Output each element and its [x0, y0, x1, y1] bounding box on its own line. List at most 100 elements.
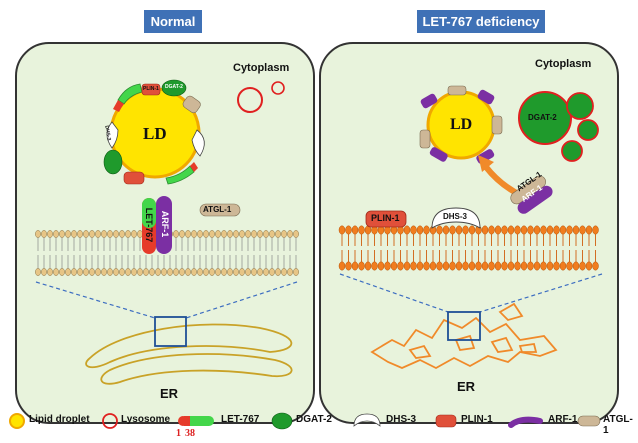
lipid-head — [546, 225, 554, 235]
lipid-head — [179, 268, 185, 276]
lipid-head — [209, 230, 215, 238]
lipid-head — [221, 230, 227, 238]
lysosome-left-small — [271, 81, 285, 95]
legend-plin1-icon — [435, 414, 457, 428]
lipid-head — [455, 261, 463, 271]
legend-let767-icon — [178, 416, 214, 426]
lipid-head — [572, 261, 580, 271]
legend-arf1-icon — [508, 416, 543, 428]
lipid-head — [203, 268, 209, 276]
lipid-head — [410, 225, 417, 235]
legend-atgl1-label: ATGL-1 — [603, 414, 633, 436]
lipid-head — [89, 230, 95, 238]
lipid-head — [462, 261, 469, 271]
lipid-head — [149, 268, 155, 276]
atgl1-left — [199, 203, 241, 217]
lipid-head — [245, 268, 251, 276]
lipid-head — [475, 261, 482, 271]
lipid-head — [95, 230, 101, 238]
legend-let767-label: LET-767 — [221, 414, 260, 425]
atgl1-arf1-complex — [510, 175, 553, 214]
legend-lysosome-label: Lysosome — [121, 414, 171, 425]
lipid-droplet-deficiency — [419, 85, 503, 164]
lipid-head — [227, 268, 233, 276]
lipid-head — [83, 268, 89, 276]
small-plin1-label: PLIN-1 — [143, 86, 159, 92]
lipid-head — [173, 268, 179, 276]
lipid-head — [514, 261, 521, 271]
lipid-head — [167, 268, 173, 276]
lipid-head — [338, 261, 346, 271]
lipid-head — [137, 268, 143, 276]
lipid-head — [101, 268, 107, 276]
lipid-head — [488, 225, 495, 235]
lipid-head — [293, 230, 299, 238]
atgl1-label-left: ATGL-1 — [203, 205, 232, 214]
lipid-head — [293, 268, 299, 276]
lipid-head — [533, 225, 541, 235]
dhs3-label-right: DHS-3 — [443, 212, 468, 221]
lipid-head — [53, 230, 59, 238]
lipid-head — [585, 225, 593, 235]
lipid-head — [351, 225, 359, 235]
lipid-head — [410, 261, 417, 271]
lipid-head — [462, 225, 469, 235]
membrane-let767-deficiency — [338, 225, 599, 271]
lipid-head — [553, 261, 560, 271]
legend-dgat2-icon — [271, 412, 293, 430]
lipid-head — [358, 261, 365, 271]
lipid-head — [83, 230, 89, 238]
lipid-head — [281, 268, 287, 276]
lipid-head — [468, 261, 476, 271]
lipid-head — [47, 230, 53, 238]
lipid-head — [579, 225, 586, 235]
lipid-head — [377, 261, 385, 271]
lipid-head — [559, 225, 567, 235]
lipid-head — [221, 268, 227, 276]
zoom-line-left-a — [35, 281, 156, 319]
dgat2-label-right: DGAT-2 — [528, 113, 557, 122]
lipid-head — [257, 268, 263, 276]
lipid-head — [203, 230, 209, 238]
lipid-head — [77, 268, 83, 276]
lipid-head — [185, 230, 191, 238]
lipid-head — [233, 230, 239, 238]
lipid-head — [173, 230, 179, 238]
lipid-head — [566, 261, 573, 271]
lipid-head — [35, 268, 41, 276]
lipid-head — [527, 225, 534, 235]
lipid-head — [185, 268, 191, 276]
lipid-head — [397, 261, 404, 271]
lipid-head — [501, 225, 508, 235]
lipid-head — [59, 230, 65, 238]
lipid-head — [101, 230, 107, 238]
lipid-head — [351, 261, 359, 271]
lipid-head — [585, 261, 593, 271]
lipid-head — [119, 230, 125, 238]
lipid-head — [137, 230, 143, 238]
lipid-head — [275, 268, 281, 276]
lipid-head — [209, 268, 215, 276]
lipid-head — [468, 225, 476, 235]
legend-dhs3-label: DHS-3 — [386, 414, 417, 425]
legend-let767-num2: 38 — [185, 428, 195, 439]
lipid-head — [161, 268, 167, 276]
lipid-head — [287, 268, 293, 276]
lipid-head — [403, 225, 411, 235]
lipid-head — [442, 225, 450, 235]
lipid-head — [520, 261, 528, 271]
dgat2-cluster — [518, 91, 599, 162]
lipid-head — [436, 225, 443, 235]
legend-lipid-droplet-label: Lipid droplet — [29, 414, 90, 425]
lipid-head — [245, 230, 251, 238]
lipid-head — [416, 261, 424, 271]
zoom-line-right-a — [339, 273, 449, 313]
lipid-head — [572, 225, 580, 235]
er-normal — [85, 323, 293, 385]
lipid-head — [559, 261, 567, 271]
lipid-head — [527, 261, 534, 271]
ld-label-right: LD — [450, 116, 473, 133]
legend-atgl1-icon — [577, 415, 601, 427]
zoom-box-right — [447, 311, 481, 341]
